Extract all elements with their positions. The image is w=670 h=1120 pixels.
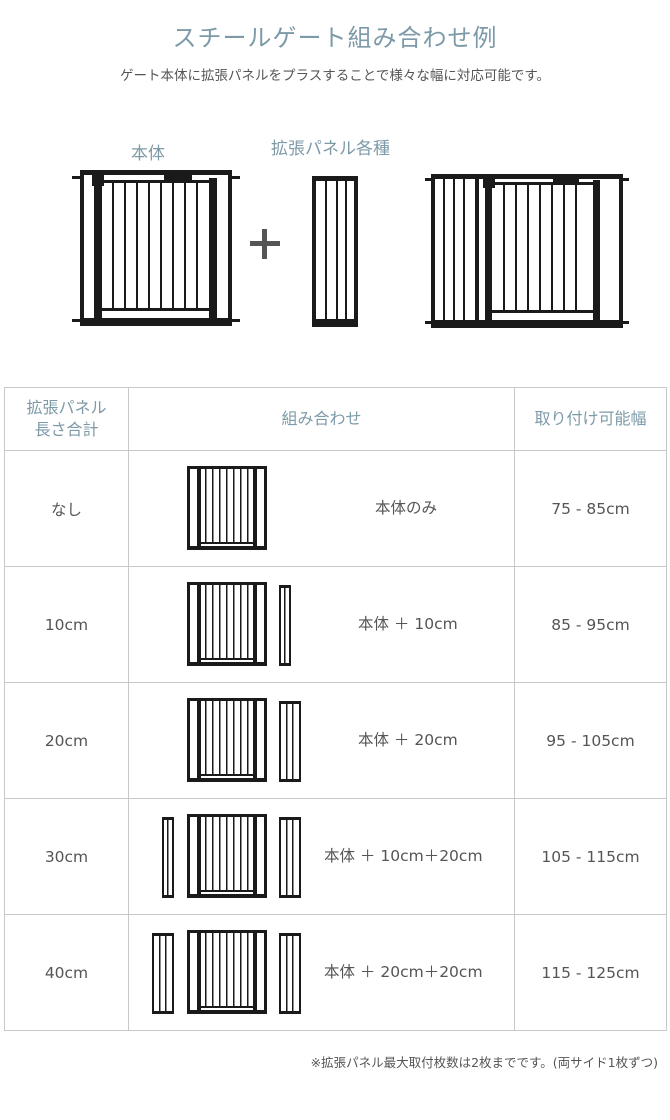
- gate-body-image: [187, 814, 267, 898]
- combined-gate-image: [425, 174, 629, 328]
- panel-10cm-image: [162, 817, 174, 898]
- combination-label: 本体のみ: [375, 499, 438, 517]
- extension-panel-image: [312, 176, 358, 327]
- combo-illustration: [187, 582, 291, 666]
- panel-10cm-image: [279, 585, 291, 666]
- panel-total-cell: なし: [4, 450, 129, 567]
- gate-body-image: [187, 698, 267, 782]
- table-row: 40cm: [4, 914, 667, 1031]
- page-subtitle: ゲート本体に拡張パネルをプラスすることで様々な幅に対応可能です。: [120, 68, 550, 84]
- plus-icon: [250, 229, 280, 259]
- combo-illustration: [162, 814, 301, 898]
- table-header-row: 拡張パネル 長さ合計 組み合わせ 取り付け可能幅: [4, 387, 667, 451]
- panel-20cm-image: [279, 817, 301, 898]
- header-panel-total: 拡張パネル 長さ合計: [4, 387, 129, 451]
- combination-cell: 本体 ＋ 20cm: [128, 682, 515, 799]
- width-cell: 115 - 125cm: [514, 914, 667, 1031]
- gate-body-image: [187, 930, 267, 1014]
- combo-illustration: [152, 930, 301, 1014]
- panel-total-cell: 30cm: [4, 798, 129, 915]
- header-panel-total-label: 拡張パネル 長さ合計: [26, 398, 107, 439]
- width-cell: 75 - 85cm: [514, 450, 667, 567]
- combination-label: 本体 ＋ 10cm＋20cm: [324, 847, 483, 865]
- width-cell: 95 - 105cm: [514, 682, 667, 799]
- page-title: スチールゲート組み合わせ例: [172, 24, 498, 52]
- combination-table: 拡張パネル 長さ合計 組み合わせ 取り付け可能幅 なし: [4, 387, 667, 1031]
- panel-20cm-image: [279, 933, 301, 1014]
- panel-total-cell: 20cm: [4, 682, 129, 799]
- table-row: 30cm: [4, 798, 667, 915]
- combo-illustration: [187, 698, 301, 782]
- header-width: 取り付け可能幅: [514, 387, 667, 451]
- combination-cell: 本体 ＋ 20cm＋20cm: [128, 914, 515, 1031]
- gate-body-image: [187, 582, 267, 666]
- width-cell: 105 - 115cm: [514, 798, 667, 915]
- body-label: 本体: [131, 144, 165, 164]
- combination-label: 本体 ＋ 10cm: [358, 615, 458, 633]
- panels-label: 拡張パネル各種: [271, 139, 390, 159]
- combo-illustration: [187, 466, 267, 550]
- table-row: 20cm: [4, 682, 667, 799]
- combination-label: 本体 ＋ 20cm＋20cm: [324, 963, 483, 981]
- table-row: なし: [4, 450, 667, 567]
- width-cell: 85 - 95cm: [514, 566, 667, 683]
- footnote: ※拡張パネル最大取付枚数は2枚までです。(両サイド1枚ずつ): [310, 1055, 658, 1070]
- combination-cell: 本体 ＋ 10cm: [128, 566, 515, 683]
- combination-label: 本体 ＋ 20cm: [358, 731, 458, 749]
- header-combination: 組み合わせ: [128, 387, 515, 451]
- panel-total-cell: 40cm: [4, 914, 129, 1031]
- panel-20cm-image: [152, 933, 174, 1014]
- hero-illustration: [72, 170, 629, 328]
- gate-body-image: [72, 170, 240, 326]
- panel-20cm-image: [279, 701, 301, 782]
- panel-total-cell: 10cm: [4, 566, 129, 683]
- combination-cell: 本体 ＋ 10cm＋20cm: [128, 798, 515, 915]
- gate-body-image: [187, 466, 267, 550]
- table-row: 10cm: [4, 566, 667, 683]
- combination-cell: 本体のみ: [128, 450, 515, 567]
